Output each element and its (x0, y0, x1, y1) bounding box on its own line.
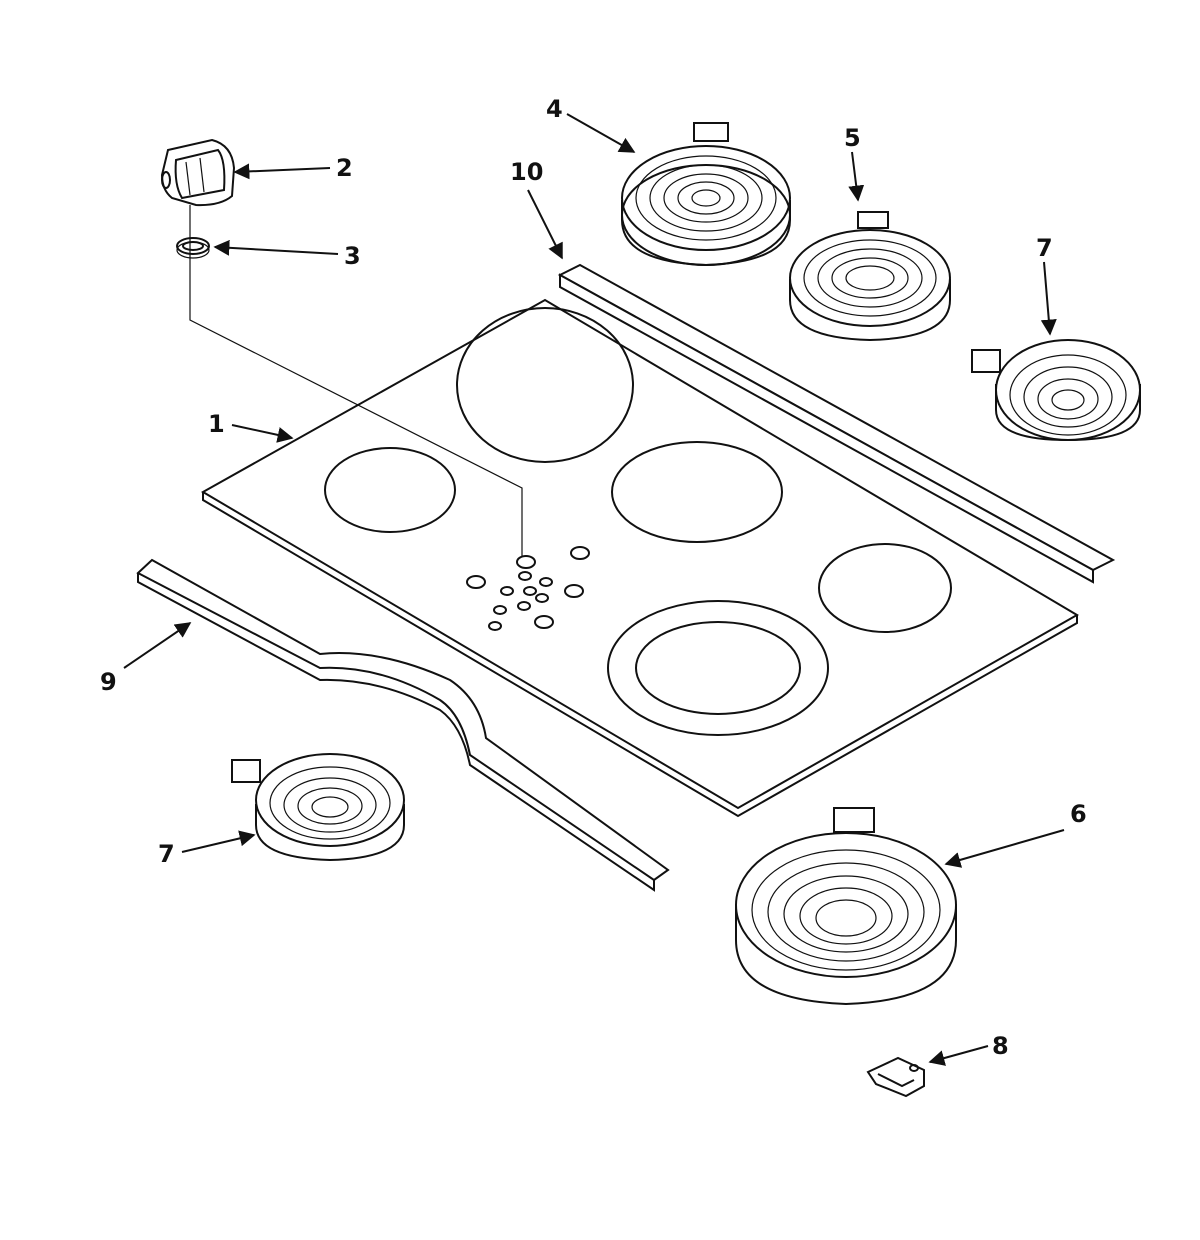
glass-burner-right (818, 543, 952, 633)
callout-1: 1 (208, 410, 225, 438)
callout-3: 3 (344, 242, 361, 270)
callout-2: 2 (336, 154, 353, 182)
glass-burner-front-outer (607, 600, 829, 736)
callout-10: 10 (510, 158, 543, 186)
heating-element-7-right (971, 339, 1141, 442)
front-trim-strip (136, 558, 670, 892)
heating-element-5 (789, 211, 951, 342)
callout-7-right: 7 (1036, 234, 1053, 262)
callout-9: 9 (100, 668, 117, 696)
spring-clip (176, 237, 210, 259)
glass-cooktop (200, 298, 1079, 818)
glass-burner-front-inner (635, 621, 801, 715)
mounting-clip (866, 1056, 925, 1098)
callout-7-left: 7 (158, 840, 175, 868)
callout-4: 4 (546, 95, 563, 123)
glass-burner-rear-left (456, 307, 634, 463)
rear-trim-strip (557, 263, 1116, 584)
callout-8: 8 (992, 1032, 1009, 1060)
control-knob (160, 138, 236, 207)
glass-burner-center (611, 441, 783, 543)
callout-5: 5 (844, 124, 861, 152)
knob-leader-line (189, 205, 523, 556)
heating-element-7-left (231, 753, 405, 862)
control-holes (466, 546, 590, 631)
callout-arrows (123, 113, 1065, 1066)
glass-burner-left (324, 447, 456, 533)
heating-element-4 (621, 122, 791, 267)
heating-element-6 (735, 807, 957, 1006)
callout-6: 6 (1070, 800, 1087, 828)
